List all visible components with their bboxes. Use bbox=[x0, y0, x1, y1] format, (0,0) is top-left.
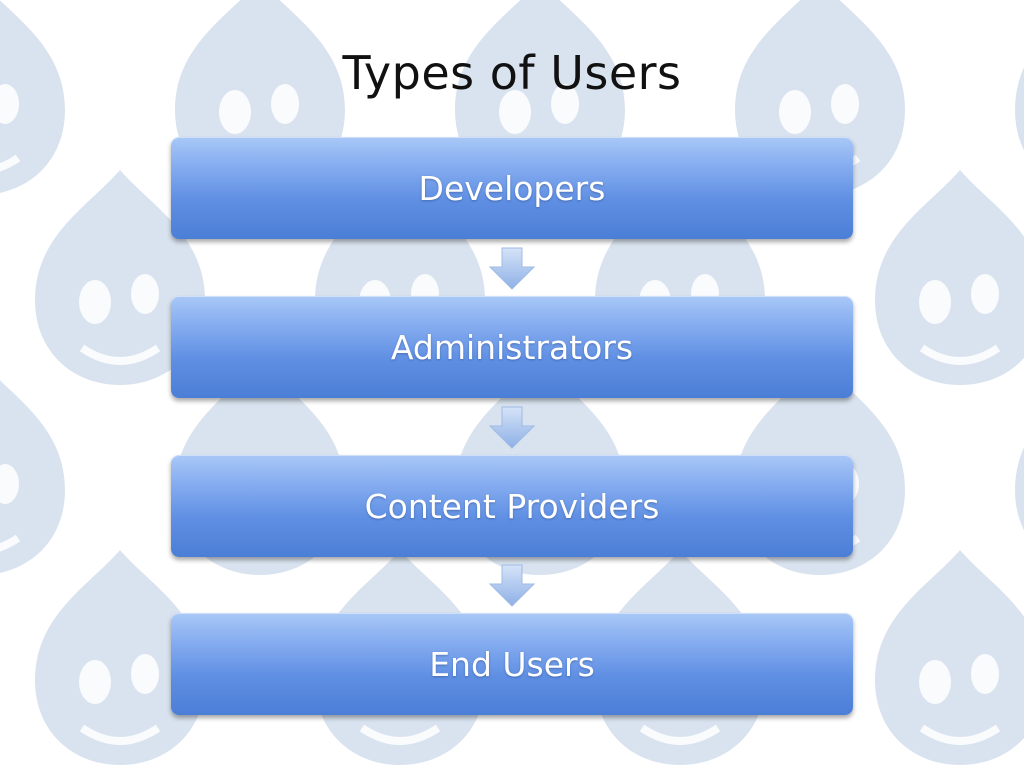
slide-title: Types of Users bbox=[342, 46, 682, 100]
step-end-users: End Users bbox=[171, 613, 853, 715]
step-content-providers-label: Content Providers bbox=[364, 486, 660, 526]
down-arrow-icon bbox=[488, 406, 536, 449]
step-administrators-label: Administrators bbox=[390, 327, 634, 367]
step-developers: Developers bbox=[171, 137, 853, 239]
step-administrators: Administrators bbox=[171, 296, 853, 398]
down-arrow-icon bbox=[488, 247, 536, 290]
down-arrow-icon bbox=[488, 564, 536, 607]
step-developers-label: Developers bbox=[418, 168, 606, 208]
step-end-users-label: End Users bbox=[429, 644, 595, 684]
step-content-providers: Content Providers bbox=[171, 455, 853, 557]
